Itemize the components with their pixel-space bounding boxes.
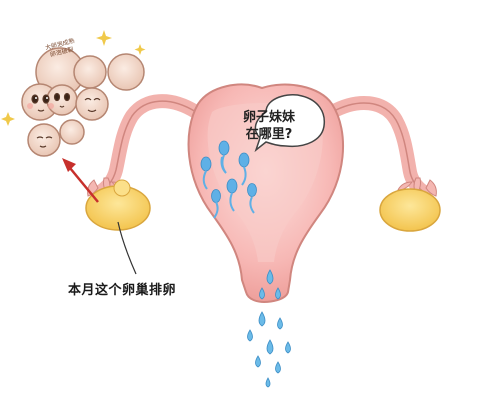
sparkle-icon xyxy=(1,30,146,126)
speech-bubble-text: 卵子妹妹 在哪里? xyxy=(230,109,308,143)
speech-line1: 卵子妹妹 xyxy=(242,110,295,125)
droplet-icon xyxy=(247,269,291,388)
sperm-icon xyxy=(200,140,257,219)
egg-face-2 xyxy=(53,92,71,108)
speech-line2: 在哪里? xyxy=(245,127,293,142)
ovulation-caption: 本月这个卵巢排卵 xyxy=(68,283,177,298)
egg-face-1 xyxy=(31,94,50,112)
speech-bubble xyxy=(254,94,326,153)
ovulating-follicle xyxy=(113,179,131,197)
egg-face-4 xyxy=(36,136,53,148)
right-ovary xyxy=(379,188,441,232)
left-fallopian-tube xyxy=(93,94,203,199)
egg-cluster xyxy=(21,47,145,157)
egg-face-3 xyxy=(84,97,101,113)
arrow-icon xyxy=(62,158,99,203)
right-fallopian-tube xyxy=(325,95,431,199)
caption-leader xyxy=(117,221,137,275)
